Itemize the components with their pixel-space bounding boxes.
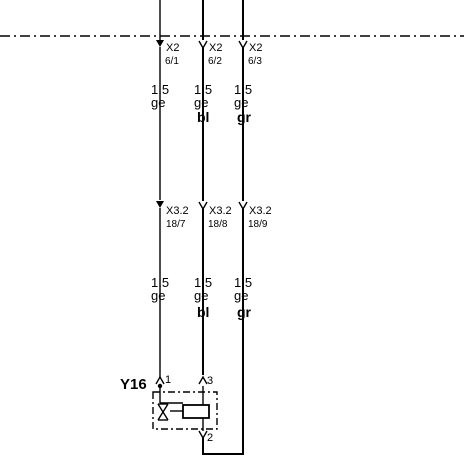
wire-2-section2-stripe: bl	[197, 304, 209, 320]
pin-3-terminal	[198, 375, 208, 385]
wire-1-top-connector-pin: 6/1	[165, 56, 179, 67]
wire-3: X2 6/3 1.5 ge gr X3.2 18/9 1.5 ge gr	[234, 0, 272, 454]
wire-1: X2 6/1 1.5 ge X3.2 18/7 1.5 ge	[151, 0, 189, 378]
wire-2-section1-size: 1.5	[194, 82, 212, 97]
wire-3-top-connector-pin: 6/3	[248, 56, 262, 67]
wire-2: X2 6/2 1.5 ge bl X3.2 18/8 1.5 ge bl	[194, 0, 232, 375]
wire-3-mid-connector-symbol	[238, 201, 248, 211]
wire-3-section1-color: ge	[234, 95, 248, 110]
pin-1-terminal	[155, 375, 165, 385]
wire-1-mid-connector-symbol	[156, 201, 164, 208]
wire-2-section2-color: ge	[194, 288, 208, 303]
wire-2-mid-connector-name: X3.2	[209, 205, 232, 217]
wire-2-section2-size: 1.5	[194, 275, 212, 290]
wire-1-top-connector-name: X2	[166, 42, 179, 54]
wire-2-top-connector-name: X2	[209, 42, 222, 54]
wire-1-section2-color: ge	[151, 288, 165, 303]
wire-3-section2-color: ge	[234, 288, 248, 303]
wire-3-top-connector-name: X2	[249, 42, 262, 54]
wire-2-section1-color: ge	[194, 95, 208, 110]
wire-1-section1-size: 1.5	[151, 82, 169, 97]
wire-2-section1-stripe: bl	[197, 109, 209, 125]
wire-2-top-connector-pin: 6/2	[208, 56, 222, 67]
wire-1-section2-size: 1.5	[151, 275, 169, 290]
wire-1-section1-color: ge	[151, 95, 165, 110]
pin-1-dot	[157, 383, 163, 389]
pin-2-terminal	[198, 430, 208, 440]
wire-3-top-connector-symbol	[238, 40, 248, 50]
wire-1-mid-connector-pin: 18/7	[166, 219, 186, 230]
wire-3-section1-stripe: gr	[237, 109, 252, 125]
wire-2-mid-connector-symbol	[198, 201, 208, 211]
pin-3-label: 3	[207, 375, 213, 387]
wire-1-top-connector-symbol	[156, 40, 164, 47]
wire-3-mid-connector-pin: 18/9	[248, 219, 268, 230]
component-y16: Y16 1 3 2	[120, 374, 244, 455]
wire-2-mid-connector-pin: 18/8	[208, 219, 228, 230]
pin-2-label: 2	[207, 432, 213, 444]
component-housing	[152, 391, 218, 430]
wire-1-mid-connector-name: X3.2	[166, 205, 189, 217]
wire-3-section2-stripe: gr	[237, 304, 252, 320]
wire-3-section2-size: 1.5	[234, 275, 252, 290]
wire-2-top-connector-symbol	[198, 40, 208, 50]
valve-icon	[157, 403, 169, 421]
component-label: Y16	[120, 376, 147, 393]
solenoid-coil-icon	[182, 404, 210, 419]
wire-3-section1-size: 1.5	[234, 82, 252, 97]
pin-1-label: 1	[165, 374, 171, 386]
wire-3-mid-connector-name: X3.2	[249, 205, 272, 217]
